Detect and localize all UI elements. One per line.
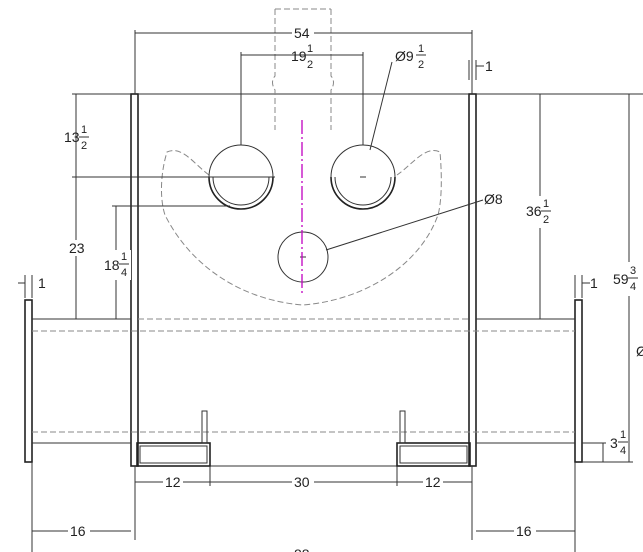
dim-54: 54 [294, 25, 310, 41]
hidden-bracket [160, 8, 442, 306]
dim-foot-span: 30 [294, 474, 310, 490]
right-foot [396, 442, 471, 467]
dim-top-gap: 1 [485, 58, 493, 74]
svg-text:1: 1 [543, 198, 549, 210]
svg-text:4: 4 [630, 281, 636, 293]
svg-text:3: 3 [630, 265, 636, 277]
dim-13-half: 13 [64, 129, 80, 145]
dim-right-overhang: 16 [516, 523, 532, 539]
dim-23: 23 [69, 240, 85, 256]
dim-left-overhang: 16 [70, 523, 86, 539]
center-hole [277, 231, 329, 283]
main-body [130, 93, 477, 467]
dim-hole-dia: Ø9 [395, 48, 414, 64]
dimension-labels: 54 19 1 2 Ø9 1 2 1 13 1 2 23 18 1 4 Ø8 3… [38, 25, 643, 552]
left-plate [130, 93, 139, 467]
dim-left-flange: 1 [38, 275, 46, 291]
right-flange [574, 299, 583, 463]
holes [208, 120, 396, 293]
dim-right-flange: 1 [590, 275, 598, 291]
svg-text:1: 1 [418, 43, 424, 55]
svg-text:4: 4 [620, 445, 626, 457]
left-post [201, 410, 208, 444]
left-flange [24, 299, 33, 463]
dim-59-three-quarter: 59 [613, 271, 629, 287]
dim-total-width: 88 [294, 546, 310, 552]
dim-3-quarter: 3 [610, 435, 618, 451]
dim-18-quarter: 18 [104, 257, 120, 273]
svg-text:1: 1 [620, 429, 626, 441]
right-post [399, 410, 406, 444]
left-foot [136, 442, 211, 467]
svg-text:2: 2 [81, 140, 87, 152]
dim-center-dia: Ø8 [484, 191, 503, 207]
svg-text:2: 2 [418, 59, 424, 71]
svg-text:1: 1 [307, 43, 313, 55]
feet [136, 410, 471, 467]
right-plate [468, 93, 477, 467]
svg-text:2: 2 [543, 214, 549, 226]
dim-cut-dia: Ø [636, 343, 643, 359]
dim-19-half-whole: 19 [291, 48, 307, 64]
svg-text:1: 1 [121, 251, 127, 263]
svg-text:1: 1 [81, 124, 87, 136]
dim-foot-right: 12 [425, 474, 441, 490]
horizontal-tube [24, 299, 583, 463]
dim-foot-left: 12 [165, 474, 181, 490]
svg-text:2: 2 [307, 59, 313, 71]
dim-36-half: 36 [526, 203, 542, 219]
svg-text:4: 4 [121, 267, 127, 279]
